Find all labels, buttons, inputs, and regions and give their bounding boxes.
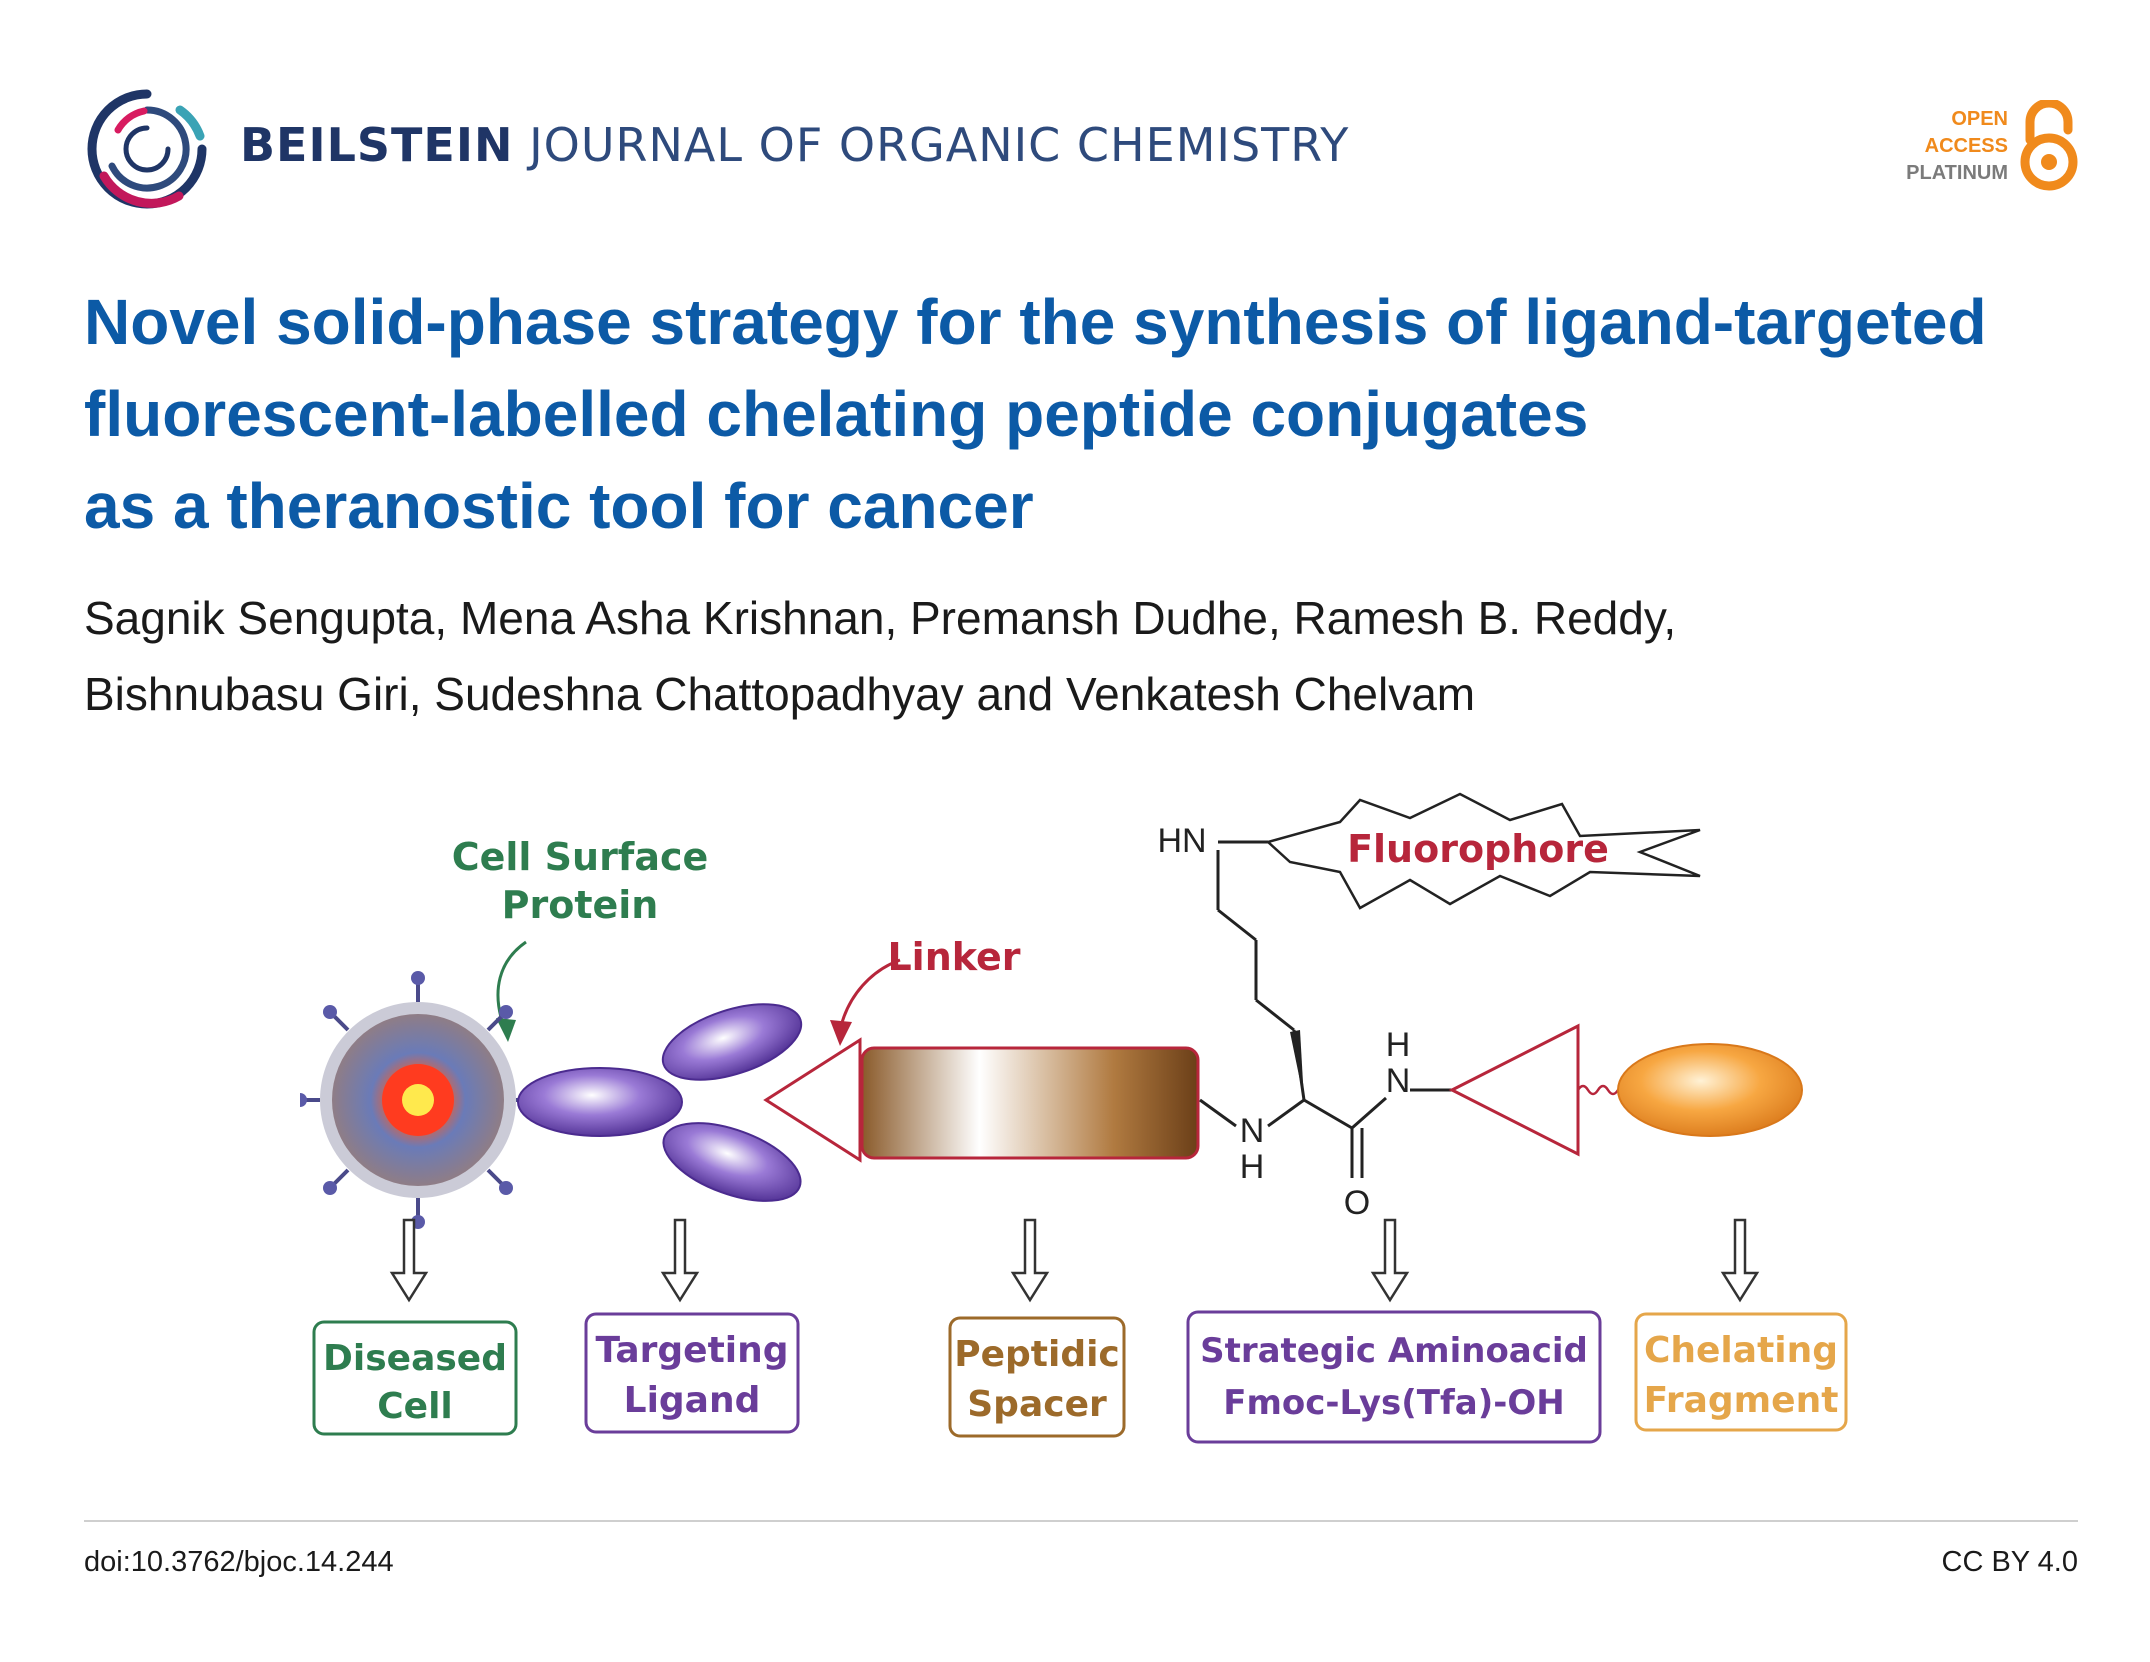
down-arrow-1 — [389, 1218, 429, 1303]
open-access-text: OPEN ACCESS PLATINUM — [1906, 106, 2008, 187]
open-access-line-access: ACCESS — [1924, 134, 2008, 157]
label-box-chelating-fragment: Chelating Fragment — [1634, 1312, 1848, 1432]
fluorophore-burst-icon — [1265, 792, 1701, 910]
box-4-line-2: Fmoc-Lys(Tfa)-OH — [1223, 1383, 1565, 1423]
box-4-line-1: Strategic Aminoacid — [1200, 1331, 1588, 1371]
atom-hn-top: HN — [1157, 822, 1206, 860]
down-arrow-5 — [1720, 1218, 1760, 1303]
beilstein-logo-icon — [84, 86, 210, 212]
diseased-cell-icon — [300, 971, 545, 1229]
label-box-strategic-aminoacid: Strategic Aminoacid Fmoc-Lys(Tfa)-OH — [1186, 1310, 1602, 1444]
linker-arrow — [838, 958, 901, 1031]
linker-label: Linker — [887, 935, 1020, 979]
linker-triangle-icon — [763, 1037, 862, 1163]
label-box-targeting-ligand: Targeting Ligand — [584, 1312, 800, 1434]
box-1-line-2: Cell — [377, 1386, 453, 1427]
journal-name-rest: JOURNAL OF ORGANIC CHEMISTRY — [529, 118, 1350, 172]
doi-text: doi:10.3762/bjoc.14.244 — [84, 1546, 394, 1578]
atom-h-left: H — [1240, 1148, 1265, 1186]
down-arrows — [389, 1218, 1760, 1303]
down-arrow-2 — [660, 1218, 700, 1303]
graphical-abstract: Cell Surface Protein — [300, 780, 1860, 1460]
atom-n-right: N — [1386, 1062, 1411, 1100]
license-text: CC BY 4.0 — [1941, 1546, 2078, 1578]
open-access-line-platinum: PLATINUM — [1906, 161, 2008, 184]
box-1-line-1: Diseased — [323, 1338, 507, 1379]
cell-surface-arrowhead — [496, 1018, 516, 1042]
chelator-triangle-icon — [1448, 1023, 1580, 1157]
article-authors: Sagnik Sengupta, Mena Asha Krishnan, Pre… — [84, 580, 2084, 732]
journal-name: BEILSTEIN JOURNAL OF ORGANIC CHEMISTRY — [240, 118, 1349, 172]
cell-surface-label-line-1: Cell Surface — [452, 835, 709, 879]
article-title-line-3: as a theranostic tool for cancer — [84, 470, 1034, 542]
box-3-line-2: Spacer — [967, 1384, 1107, 1425]
box-5-line-1: Chelating — [1644, 1330, 1838, 1371]
article-title-line-2: fluorescent-labelled chelating peptide c… — [84, 378, 1589, 450]
box-2-line-2: Ligand — [624, 1380, 761, 1421]
label-box-peptidic-spacer: Peptidic Spacer — [948, 1316, 1126, 1438]
article-title: Novel solid-phase strategy for the synth… — [84, 276, 2084, 552]
label-box-diseased-cell: Diseased Cell — [312, 1320, 518, 1436]
open-access-line-open: OPEN — [1951, 107, 2008, 130]
chelating-fragment-icon — [1617, 1043, 1803, 1137]
lysine-structure-bonds — [1199, 840, 1452, 1178]
cell-surface-label-line-2: Protein — [502, 883, 659, 927]
targeting-ligand-icon — [517, 1003, 803, 1202]
authors-line-1: Sagnik Sengupta, Mena Asha Krishnan, Pre… — [84, 592, 1677, 644]
box-2-line-1: Targeting — [595, 1330, 788, 1371]
down-arrow-4 — [1370, 1218, 1410, 1303]
peptidic-spacer-bar — [860, 1046, 1200, 1160]
stereo-wedge-bond — [1290, 1030, 1304, 1100]
footer-divider — [84, 1520, 2078, 1522]
open-access-lock-icon — [2020, 100, 2078, 191]
atom-h-right: H — [1386, 1026, 1411, 1064]
fluorophore-label: Fluorophore — [1347, 827, 1609, 871]
atom-n-left: N — [1240, 1112, 1265, 1150]
open-access-badge: OPEN ACCESS PLATINUM — [1906, 100, 2078, 192]
linker-arrowhead — [830, 1020, 852, 1046]
authors-line-2: Bishnubasu Giri, Sudeshna Chattopadhyay … — [84, 668, 1476, 720]
box-3-line-1: Peptidic — [954, 1334, 1120, 1375]
atom-o-bottom: O — [1344, 1184, 1370, 1222]
graphical-abstract-svg: Cell Surface Protein — [300, 792, 1848, 1444]
box-5-line-2: Fragment — [1644, 1380, 1839, 1421]
article-title-line-1: Novel solid-phase strategy for the synth… — [84, 286, 1987, 358]
down-arrow-3 — [1010, 1218, 1050, 1303]
journal-name-bold: BEILSTEIN — [240, 118, 514, 172]
